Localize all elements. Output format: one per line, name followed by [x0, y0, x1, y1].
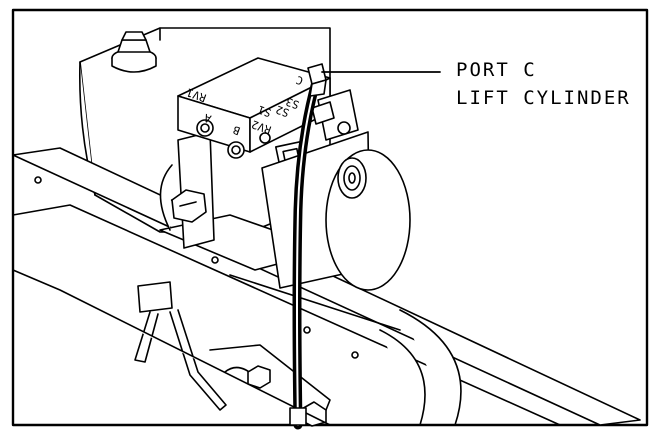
filler-cap — [111, 31, 157, 73]
hose-fitting-bottom — [289, 407, 307, 426]
stamp-rv2: RV2 — [250, 117, 273, 136]
hose-fitting-port-c — [307, 63, 327, 97]
stamp-rv1: RV1 — [185, 85, 208, 104]
valve-stamps: RV1 A B S1 RV2 S2 S3 C — [185, 73, 305, 137]
solenoid-upper — [311, 89, 359, 141]
stamp-s1: S1 — [256, 103, 273, 120]
stamp-a: A — [202, 111, 213, 126]
stamp-b: B — [231, 123, 242, 138]
callout-port-c: PORT C — [456, 59, 537, 81]
hex-nut-left — [171, 189, 207, 223]
hex-nut-lower — [247, 365, 271, 389]
stamp-s2: S2 — [274, 103, 291, 120]
motor-end-knob — [337, 157, 367, 199]
stamp-c: C — [294, 73, 305, 87]
stamp-s3: S3 — [284, 95, 301, 112]
hydraulic-hose — [292, 77, 321, 430]
frame-rail-front — [12, 269, 462, 426]
valve-block — [177, 57, 331, 159]
callout-lift-cylinder: LIFT CYLINDER — [456, 87, 631, 109]
